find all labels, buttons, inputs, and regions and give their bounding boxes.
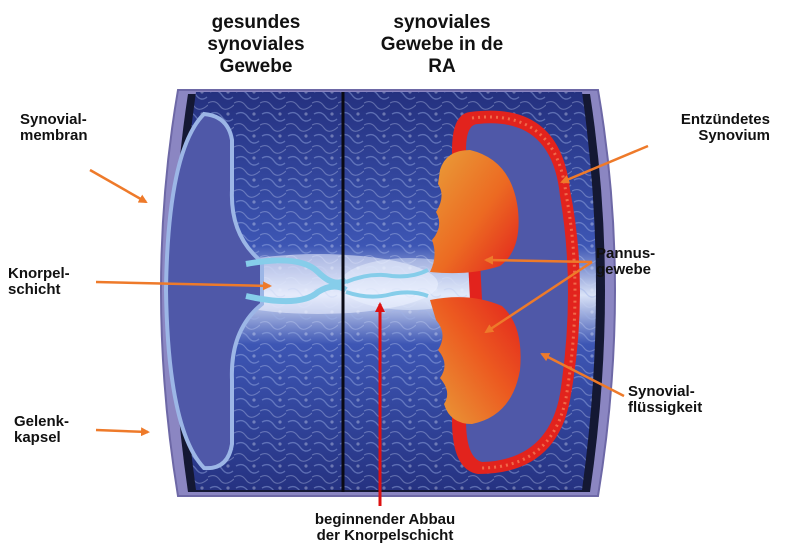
label-synovial-membrane: Synovial- membran	[20, 112, 88, 144]
label-cartilage-breakdown: beginnender Abbau der Knorpelschicht	[300, 512, 470, 544]
label-synovial-fluid: Synovial- flüssigkeit	[628, 384, 702, 416]
arrow-joint-capsule	[96, 430, 148, 432]
header-ra-tissue: synoviales Gewebe in de RA	[372, 12, 512, 78]
label-pannus-tissue: Pannus- gewebe	[596, 246, 655, 278]
label-joint-capsule: Gelenk- kapsel	[14, 414, 69, 446]
header-healthy-tissue: gesundes synoviales Gewebe	[196, 12, 316, 78]
label-inflamed-synovium: Entzündetes Synovium	[681, 112, 770, 144]
label-cartilage-layer: Knorpel- schicht	[8, 266, 70, 298]
arrow-synovial-membrane	[90, 170, 146, 202]
